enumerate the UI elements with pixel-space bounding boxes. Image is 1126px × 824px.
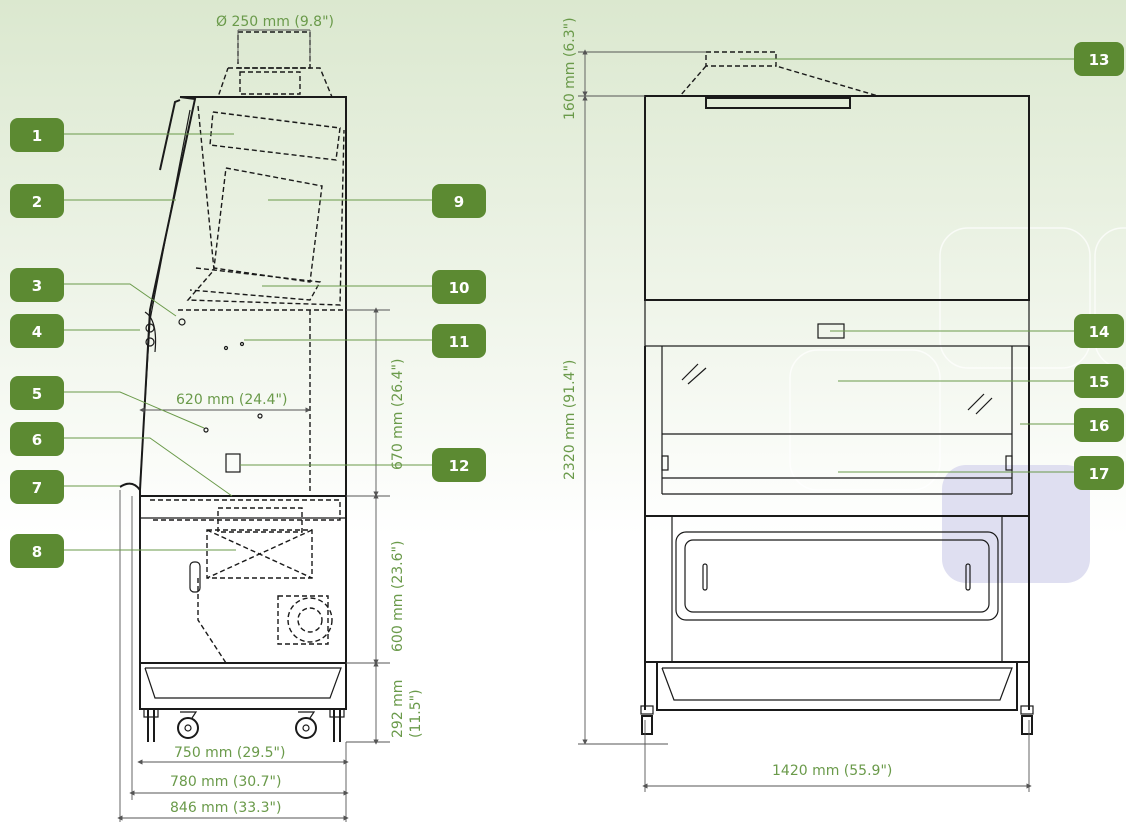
- svg-text:13: 13: [1089, 51, 1110, 69]
- side-view: [119, 31, 347, 742]
- svg-text:5: 5: [32, 385, 42, 403]
- svg-text:15: 15: [1089, 373, 1110, 391]
- svg-text:9: 9: [454, 193, 464, 211]
- badge-9: 9: [432, 184, 486, 218]
- svg-text:16: 16: [1089, 417, 1110, 435]
- dim-front-opening-height: 670 mm (26.4"): [390, 359, 406, 470]
- badge-16: 16: [1074, 408, 1124, 442]
- badge-3: 3: [10, 268, 64, 302]
- svg-text:10: 10: [449, 279, 470, 297]
- dimension-labels: Ø 250 mm (9.8") 620 mm (24.4") 670 mm (2…: [170, 14, 892, 816]
- dim-body-depth: 780 mm (30.7"): [170, 774, 281, 790]
- badge-14: 14: [1074, 314, 1124, 348]
- cabinet-body-side: [119, 96, 347, 664]
- svg-text:12: 12: [449, 457, 470, 475]
- dim-base-depth: 750 mm (29.5"): [174, 745, 285, 761]
- badge-7: 7: [10, 470, 64, 504]
- dim-duct-diameter: Ø 250 mm (9.8"): [216, 14, 334, 30]
- dim-stand-height-in: (11.5"): [408, 689, 424, 738]
- svg-text:3: 3: [32, 277, 42, 295]
- dim-total-height: 2320 mm (91.4"): [562, 360, 578, 480]
- exhaust-duct-front: [678, 51, 879, 109]
- svg-text:2: 2: [32, 193, 42, 211]
- dim-duct-height: 160 mm (6.3"): [562, 17, 578, 120]
- callout-badges: 1 2 3 4 5 6 7 8 9 10 11 12 13 14 15 16 1…: [10, 42, 1124, 568]
- dim-inner-depth: 620 mm (24.4"): [176, 392, 287, 408]
- dim-cabinet-lower-height: 600 mm (23.6"): [390, 541, 406, 652]
- badge-17: 17: [1074, 456, 1124, 490]
- badge-1: 1: [10, 118, 64, 152]
- badge-2: 2: [10, 184, 64, 218]
- svg-text:1: 1: [32, 127, 42, 145]
- badge-11: 11: [432, 324, 486, 358]
- stand-side: [139, 662, 347, 742]
- svg-text:17: 17: [1089, 465, 1110, 483]
- badge-4: 4: [10, 314, 64, 348]
- front-view: [640, 51, 1034, 735]
- badge-10: 10: [432, 270, 486, 304]
- badge-8: 8: [10, 534, 64, 568]
- svg-text:6: 6: [32, 431, 42, 449]
- dim-total-width: 1420 mm (55.9"): [772, 763, 892, 779]
- badge-6: 6: [10, 422, 64, 456]
- badge-5: 5: [10, 376, 64, 410]
- dimension-lines: [117, 29, 1032, 822]
- badge-15: 15: [1074, 364, 1124, 398]
- accent-box: [942, 465, 1090, 583]
- svg-text:11: 11: [449, 333, 470, 351]
- svg-text:14: 14: [1089, 323, 1110, 341]
- svg-text:4: 4: [32, 323, 42, 341]
- svg-text:7: 7: [32, 479, 42, 497]
- badge-12: 12: [432, 448, 486, 482]
- dim-total-depth: 846 mm (33.3"): [170, 800, 281, 816]
- leader-lines: [64, 58, 1074, 551]
- badge-13: 13: [1074, 42, 1124, 76]
- svg-text:8: 8: [32, 543, 42, 561]
- cabinet-body-front: [644, 95, 1030, 663]
- background-decoration: [789, 227, 1126, 583]
- dim-stand-height-mm: 292 mm: [390, 680, 406, 738]
- exhaust-duct-side: [217, 31, 334, 98]
- stand-front: [640, 661, 1034, 735]
